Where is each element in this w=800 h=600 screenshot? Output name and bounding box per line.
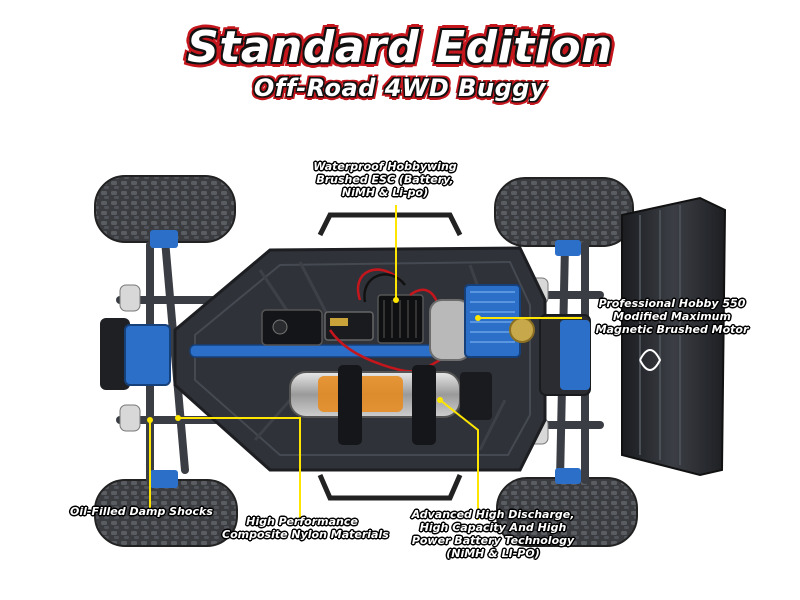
front-bulkhead xyxy=(100,230,178,488)
body-mount-hoops xyxy=(317,212,463,501)
rear-wing xyxy=(621,196,727,477)
callout-motor-line: Magnetic Brushed Motor xyxy=(595,323,749,336)
rear-gearbox xyxy=(539,240,591,484)
callout-motor-line: Modified Maximum xyxy=(613,310,731,323)
subtitle-offroad-buggy: Off-Road 4WD Buggy xyxy=(253,74,547,102)
tire-rear-left xyxy=(494,177,634,247)
callout-battery-line: Power Battery Technology xyxy=(411,534,575,547)
callout-battery-line: (NiMH & LI-PO) xyxy=(446,547,540,560)
esc-unit xyxy=(377,294,424,344)
receiver xyxy=(324,311,374,341)
callout-shocks: Oil-Filled Damp Shocks xyxy=(70,505,213,518)
callout-battery: Advanced High Discharge, High Capacity A… xyxy=(408,508,578,560)
callout-esc-line: NiMH & Li-po) xyxy=(341,186,429,199)
callout-battery-line: Advanced High Discharge, xyxy=(411,508,575,521)
callout-motor-line: Professional Hobby 550 xyxy=(598,297,746,310)
callout-nylon-line: Composite Nylon Materials xyxy=(222,528,389,541)
callout-leader-dots xyxy=(147,297,481,423)
steering-servo xyxy=(261,309,323,346)
callout-esc-line: Brushed ESC (Battery, xyxy=(316,173,454,186)
callout-leader-lines xyxy=(149,205,582,522)
brushed-motor xyxy=(429,284,535,361)
callout-esc-line: Waterproof Hobbywing xyxy=(313,160,457,173)
title-standard-edition: Standard Edition xyxy=(187,22,613,73)
callout-nylon-line: High Performance xyxy=(246,515,358,528)
callout-esc: Waterproof Hobbywing Brushed ESC (Batter… xyxy=(300,160,470,199)
battery-pack xyxy=(289,365,492,445)
callout-motor: Professional Hobby 550 Modified Maximum … xyxy=(572,297,772,336)
callout-battery-line: High Capacity And High xyxy=(419,521,567,534)
callout-shocks-line: Oil-Filled Damp Shocks xyxy=(70,505,213,518)
callout-nylon: High Performance Composite Nylon Materia… xyxy=(222,515,389,541)
